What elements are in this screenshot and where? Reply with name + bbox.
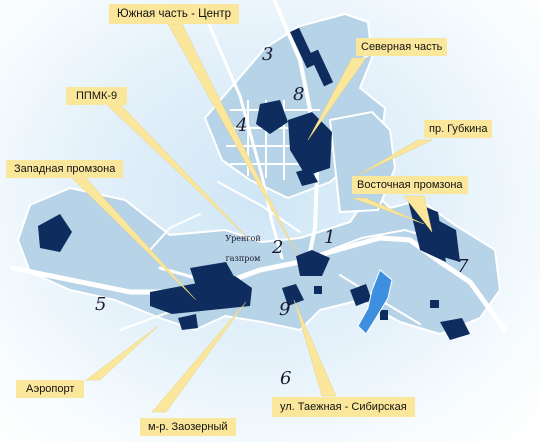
- buildings: [38, 27, 470, 340]
- district-number-1: 1: [324, 227, 336, 248]
- district-number-3: 3: [262, 44, 274, 65]
- district-number-6: 6: [280, 368, 292, 389]
- gas-company-label-line2: газпром: [225, 254, 261, 263]
- callout-west-zone: Западная промзона: [6, 160, 124, 178]
- district-number-9: 9: [279, 299, 291, 320]
- callout-ppmk: ППМК-9: [66, 87, 128, 105]
- callout-gubkina: пр. Губкина: [424, 120, 493, 138]
- district-number-4: 4: [236, 115, 248, 136]
- callout-taezhnaya: ул. Таежная - Сибирская: [272, 397, 415, 417]
- district-number-5: 5: [95, 294, 107, 315]
- callout-zaozerny: м-р. Заозерный: [140, 418, 236, 436]
- gas-company-label-line1: Уренгой: [225, 234, 261, 243]
- callout-east-zone: Восточная промзона: [352, 176, 468, 194]
- district-number-2: 2: [272, 237, 284, 258]
- callout-south-center: Южная часть - Центр: [109, 4, 240, 24]
- leader-lines: [69, 23, 433, 413]
- district-number-7: 7: [457, 256, 469, 277]
- district-number-8: 8: [293, 84, 305, 105]
- callout-north: Северная часть: [356, 38, 448, 56]
- callout-airport: Аэропорт: [16, 380, 85, 398]
- lake: [357, 269, 393, 335]
